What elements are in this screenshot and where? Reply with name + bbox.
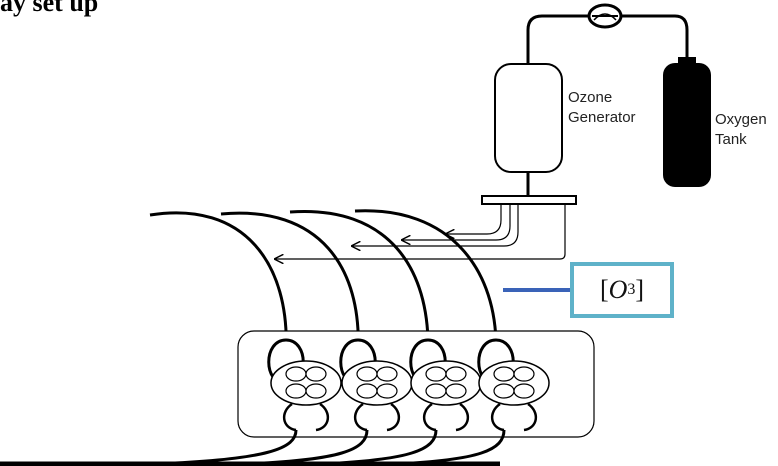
oxygen-tank-label-line2: Tank xyxy=(715,131,747,148)
cell-cluster-group xyxy=(267,338,550,432)
ozone-generator-icon xyxy=(494,63,563,173)
sensor-symbol: O xyxy=(608,275,628,304)
ozone-generator-label-line1: Ozone xyxy=(568,89,613,106)
cell-cluster-icon xyxy=(267,338,342,432)
sensor-subscript: 3 xyxy=(627,281,636,298)
supply-tubes xyxy=(275,204,566,259)
ozone-generator-label: Ozone Generator xyxy=(568,88,636,128)
gas-line-to-tank xyxy=(621,14,689,62)
exposure-lines xyxy=(149,209,498,353)
manifold-icon xyxy=(481,195,577,205)
oxygen-tank-label-line1: Oxygen xyxy=(715,111,767,128)
oxygen-tank-icon xyxy=(663,57,711,187)
sensor-bracket-open: [ xyxy=(599,275,609,304)
gas-line-top xyxy=(526,14,589,64)
cell-cluster-icon xyxy=(339,338,413,432)
oxygen-tank-label: Oxygen Tank xyxy=(715,110,767,150)
flow-meter-icon xyxy=(587,3,623,29)
ozone-generator-label-line2: Generator xyxy=(568,109,636,126)
title-cut-off: ay set up xyxy=(0,0,99,17)
sensor-bracket-close: ] xyxy=(635,275,645,304)
cell-cluster-icon xyxy=(477,338,550,432)
